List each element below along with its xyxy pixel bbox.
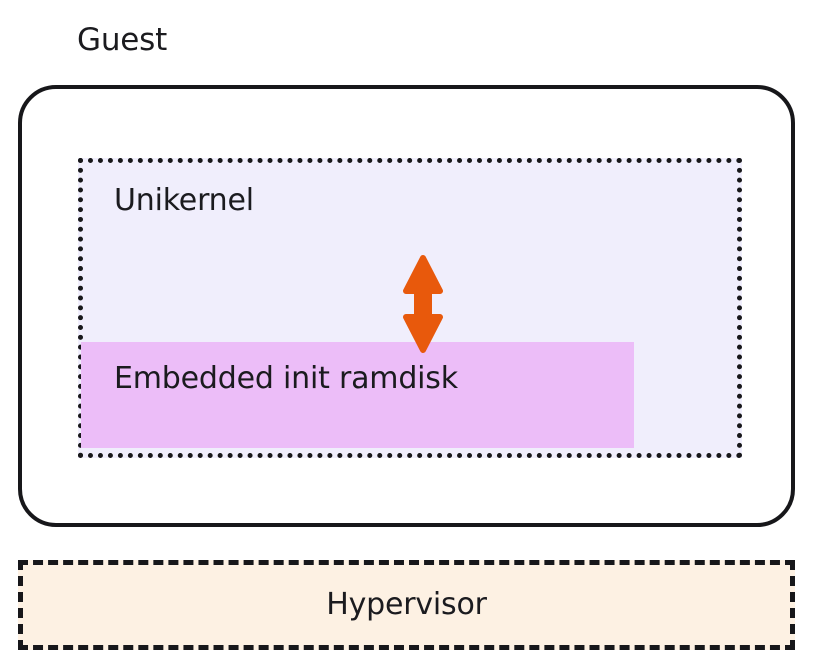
unikernel-label: Unikernel xyxy=(114,183,254,218)
embedded-init-ramdisk-box xyxy=(81,342,634,448)
guest-caption-label: Guest xyxy=(77,22,168,58)
hypervisor-label: Hypervisor xyxy=(326,587,487,622)
embedded-init-ramdisk-label: Embedded init ramdisk xyxy=(114,361,458,396)
hypervisor-box: Hypervisor xyxy=(18,560,795,650)
bidirectional-arrow-icon xyxy=(398,250,448,358)
